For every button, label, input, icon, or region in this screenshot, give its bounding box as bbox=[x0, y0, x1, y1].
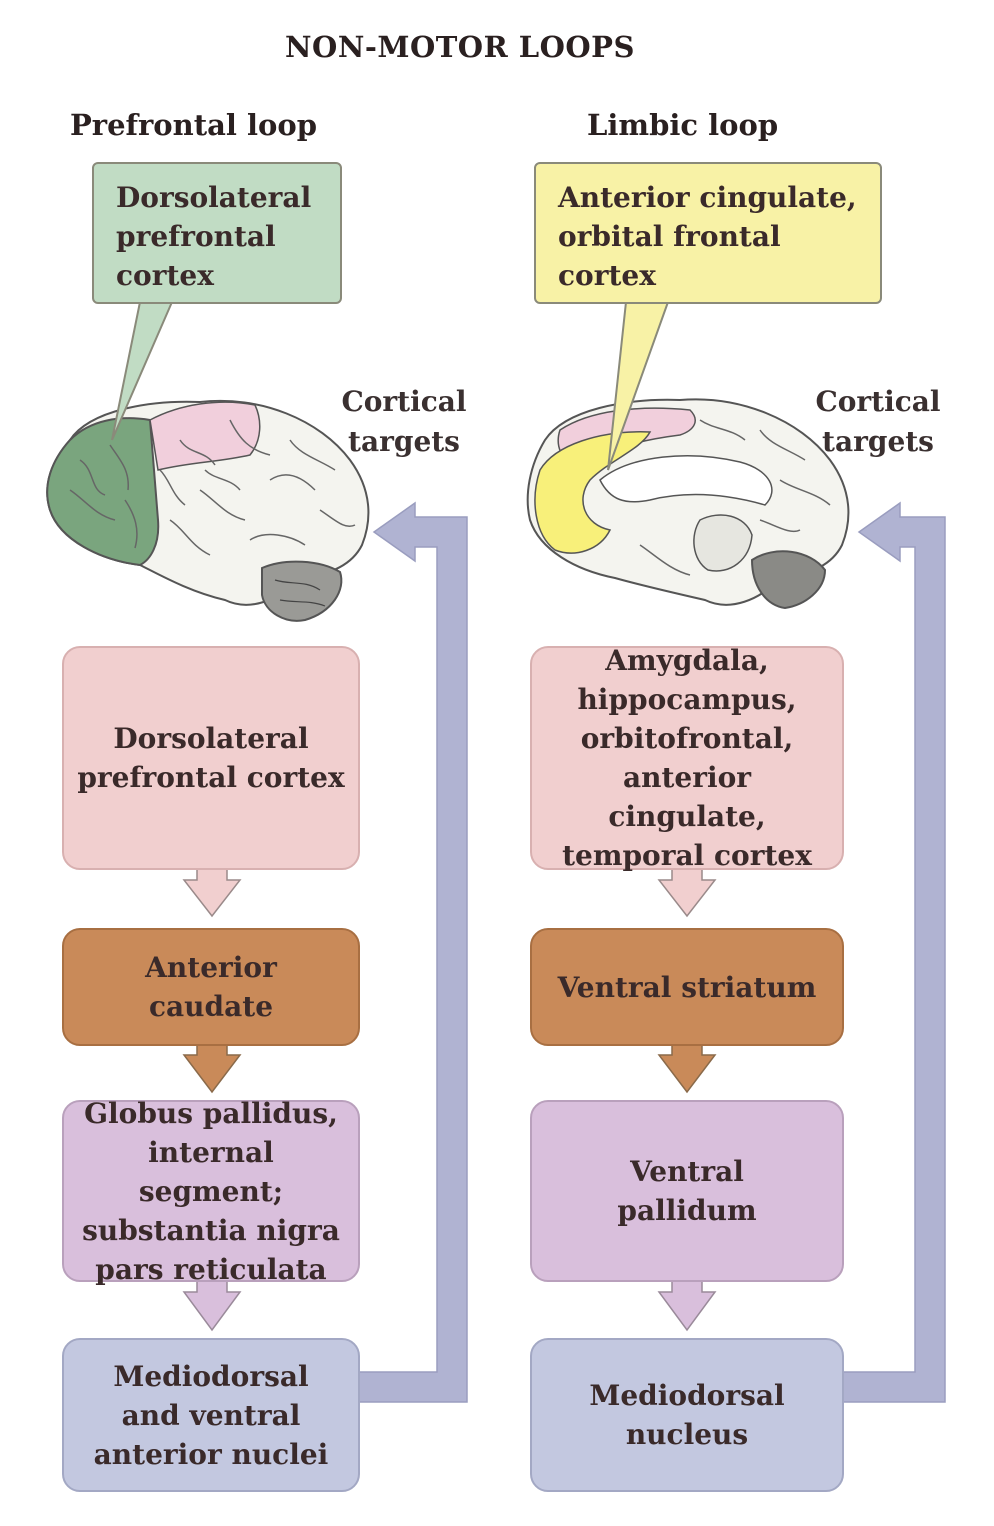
arrow-cortex-to-striatum-left bbox=[182, 867, 242, 918]
prefrontal-loop-title: Prefrontal loop bbox=[70, 108, 317, 142]
arrow-cortex-to-striatum-right bbox=[657, 867, 717, 918]
prefrontal-striatum-box: Anterior caudate bbox=[62, 928, 360, 1046]
limbic-loop-title: Limbic loop bbox=[587, 108, 779, 142]
limbic-cortical-targets-label: Cortical targets bbox=[815, 385, 941, 458]
diagram-title: NON-MOTOR LOOPS bbox=[285, 30, 635, 64]
arrow-striatum-to-pallidum-right bbox=[657, 1042, 717, 1094]
limbic-striatum-box: Ventral striatum bbox=[530, 928, 844, 1046]
limbic-callout: Anterior cingulate, orbital frontal cort… bbox=[534, 162, 882, 304]
medial-brain-illustration bbox=[526, 398, 850, 610]
prefrontal-pallidum-box: Globus pallidus, internal segment; subst… bbox=[62, 1097, 360, 1286]
arrow-pallidum-to-thalamus-left bbox=[182, 1279, 242, 1332]
arrow-striatum-to-pallidum-left bbox=[182, 1042, 242, 1094]
prefrontal-callout: Dorsolateral prefrontal cortex bbox=[92, 162, 342, 304]
prefrontal-feedback-arrow bbox=[354, 501, 468, 1403]
prefrontal-thalamus-box: Mediodorsal and ventral anterior nuclei bbox=[62, 1338, 360, 1492]
prefrontal-cortex-box: Dorsolateral prefrontal cortex bbox=[62, 646, 360, 870]
limbic-callout-pointer bbox=[607, 301, 669, 471]
limbic-feedback-arrow bbox=[839, 501, 946, 1403]
prefrontal-cortical-targets-label: Cortical targets bbox=[341, 385, 467, 458]
limbic-pallidum-box: Ventral pallidum bbox=[530, 1100, 844, 1282]
arrow-pallidum-to-thalamus-right bbox=[657, 1279, 717, 1332]
limbic-thalamus-box: Mediodorsal nucleus bbox=[530, 1338, 844, 1492]
lateral-brain-illustration bbox=[46, 399, 370, 622]
prefrontal-callout-pointer bbox=[111, 301, 173, 441]
limbic-cortex-box: Amygdala, hippocampus, orbitofrontal, an… bbox=[530, 644, 844, 872]
